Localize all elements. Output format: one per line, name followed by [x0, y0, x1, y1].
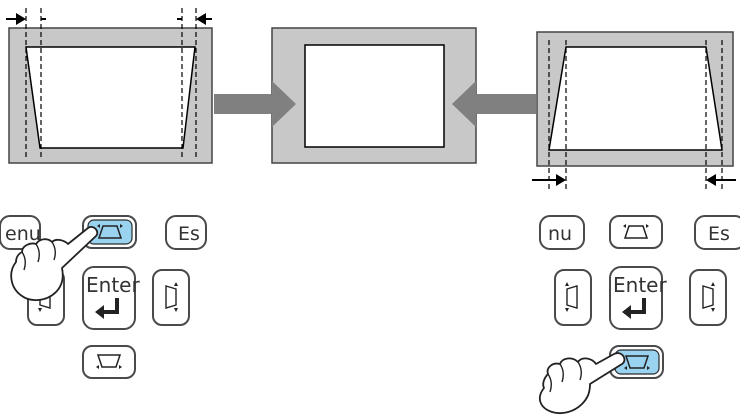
keystone-bottom-button[interactable]: [82, 345, 136, 379]
menu-key-label: nu: [548, 223, 572, 245]
left-inward-arrow-icon: [6, 13, 46, 25]
hand-pointer-icon: [10, 226, 99, 301]
keystone-top-narrow-icon: [623, 224, 649, 239]
menu-button[interactable]: nu: [539, 215, 585, 250]
right-distorted-image-panel: [532, 31, 736, 190]
left-trapezoid-image: [25, 46, 196, 149]
esc-key-label: Es: [708, 223, 730, 245]
enter-button[interactable]: Enter: [609, 266, 667, 330]
left-distorted-image-panel: [6, 8, 213, 164]
right-inward-arrow-icon: [177, 13, 212, 25]
enter-key-label: Enter: [613, 273, 667, 297]
hand-pointer-icon: [538, 352, 626, 415]
keystone-bottom-narrow-icon: [96, 354, 122, 369]
keystone-top-button[interactable]: [609, 215, 663, 249]
enter-button[interactable]: Enter: [82, 266, 140, 330]
keystone-right-button[interactable]: [152, 269, 190, 326]
arrow-icon: [452, 81, 536, 127]
corrected-image-panel: [271, 27, 477, 164]
right-keypad: nu Es Enter: [538, 215, 740, 415]
left-inward-arrow-icon: [532, 174, 566, 186]
keystone-left-icon: [565, 282, 578, 312]
esc-key-label: Es: [178, 223, 200, 245]
enter-return-icon: [95, 298, 119, 319]
esc-button[interactable]: Es: [165, 215, 207, 250]
menu-key-label: enu: [5, 223, 41, 245]
right-trapezoid-image: [548, 46, 723, 151]
keystone-right-button[interactable]: [689, 269, 727, 326]
keystone-top-narrow-icon: [97, 224, 123, 239]
enter-return-icon: [622, 298, 646, 319]
arrow-icon: [214, 81, 296, 127]
keystone-right-icon: [165, 282, 178, 312]
menu-button[interactable]: enu: [0, 215, 41, 250]
keystone-right-icon: [702, 282, 715, 312]
esc-button[interactable]: Es: [694, 215, 740, 250]
enter-key-label: Enter: [86, 273, 140, 297]
keystone-left-button[interactable]: [554, 269, 592, 326]
keystone-bottom-narrow-icon: [624, 355, 650, 370]
right-inward-arrow-icon: [706, 174, 736, 186]
left-keypad: enu Es Ente: [0, 215, 207, 379]
corrected-rectangle-image: [304, 44, 445, 148]
keystone-bottom-button[interactable]: [609, 345, 664, 379]
